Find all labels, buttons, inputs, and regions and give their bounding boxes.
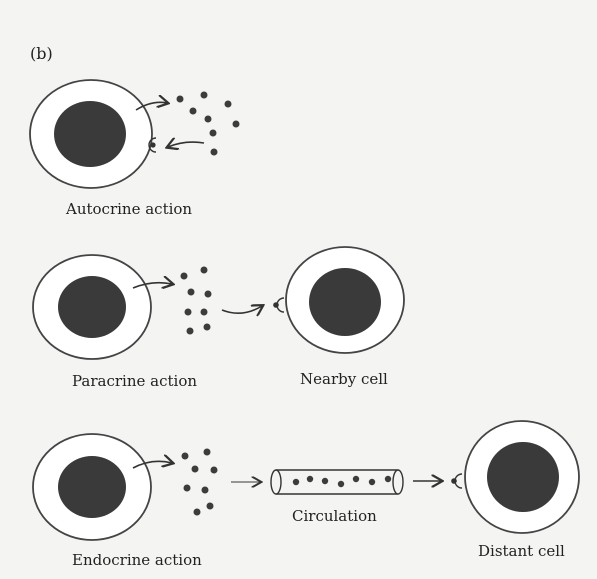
molecule-dot (200, 91, 208, 99)
molecule-dot (184, 308, 192, 316)
molecule-dot (201, 486, 209, 494)
paracrine-label: Paracrine action (72, 372, 198, 390)
paracrine-receptor-icon (276, 297, 285, 313)
distant-cell-label: Distant cell (478, 542, 565, 560)
molecule-dot (203, 323, 211, 331)
panel-label: (b) (30, 44, 53, 63)
molecule-dot (321, 477, 329, 485)
molecule-dot (200, 266, 208, 274)
nearby-cell (285, 246, 405, 354)
blood-vessel (270, 469, 404, 495)
molecule-dot (206, 502, 214, 510)
molecule-dot (224, 100, 232, 108)
molecule-dot (210, 466, 218, 474)
autocrine-label: Autocrine action (66, 200, 193, 218)
molecule-dot (176, 95, 184, 103)
molecule-dot (210, 148, 218, 156)
endocrine-secretion-arrow (132, 461, 172, 469)
distant-cell (464, 420, 580, 534)
autocrine-nucleus (54, 101, 126, 167)
circulating-molecules (292, 475, 392, 488)
molecule-dot (232, 120, 240, 128)
molecule-dot (203, 448, 211, 456)
molecule-dot (186, 327, 194, 335)
endocrine-molecule-cluster (181, 448, 218, 516)
nearby-cell-nucleus (309, 268, 381, 336)
autocrine-bound-molecule (150, 142, 156, 148)
paracrine-molecule-cluster (180, 266, 212, 335)
autocrine-secreting-cell (29, 79, 153, 189)
endocrine-label: Endocrine action (72, 551, 202, 569)
paracrine-secretion-arrow (132, 283, 172, 288)
molecule-dot (180, 272, 188, 280)
autocrine-secretion-arrow (135, 102, 167, 111)
molecule-dot (183, 484, 191, 492)
molecule-dot (181, 452, 189, 460)
molecule-dot (191, 465, 199, 473)
molecule-dot (209, 129, 217, 137)
molecule-dot (368, 478, 376, 486)
autocrine-molecule-cluster (176, 91, 240, 156)
autocrine-return-arrow (168, 142, 205, 147)
molecule-dot (384, 475, 392, 483)
molecule-dot (200, 308, 208, 316)
molecule-dot (306, 475, 314, 483)
molecule-dot (292, 478, 300, 486)
molecule-dot (187, 288, 195, 296)
endocrine-receptor-icon (454, 473, 463, 489)
nearby-cell-label: Nearby cell (300, 370, 388, 388)
circulation-label: Circulation (292, 507, 377, 525)
autocrine-receptor-icon (148, 137, 157, 153)
paracrine-nucleus (58, 276, 126, 338)
molecule-dot (352, 475, 360, 483)
molecule-dot (204, 290, 212, 298)
distant-cell-nucleus (487, 442, 559, 512)
molecule-dot (204, 115, 212, 123)
paracrine-secreting-cell (32, 254, 152, 360)
paracrine-transfer-arrow (221, 306, 262, 313)
molecule-dot (189, 107, 197, 115)
molecule-dot (193, 508, 201, 516)
endocrine-secreting-cell (32, 433, 152, 541)
molecule-dot (337, 480, 345, 488)
endocrine-nucleus (58, 456, 126, 518)
